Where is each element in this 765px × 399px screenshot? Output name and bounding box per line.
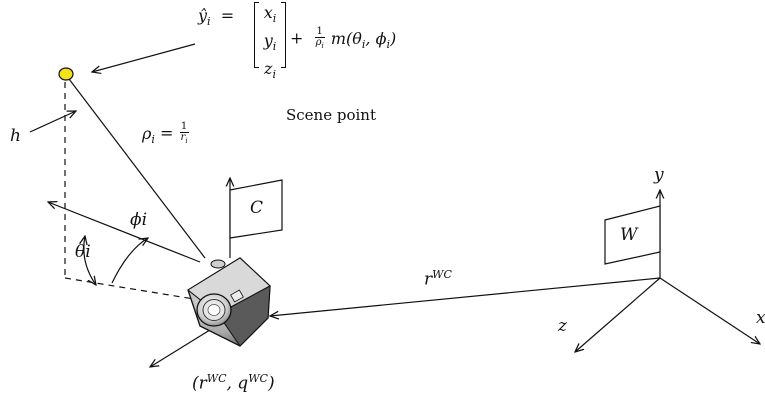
camera-icon bbox=[187, 257, 271, 347]
h-arrow bbox=[29, 111, 76, 133]
world-flag-label: W bbox=[620, 225, 638, 245]
scene-point-equation: ŷi = bbox=[198, 6, 240, 29]
vector-y: yi bbox=[263, 31, 277, 54]
theta-angle-arc bbox=[84, 236, 96, 285]
horizontal-dashed-line bbox=[64, 277, 201, 301]
world-axis-z bbox=[575, 277, 661, 352]
equation-lhs: ŷi bbox=[198, 6, 211, 29]
rho-fraction: 1 ri bbox=[179, 121, 189, 145]
equation-vector: xi yi zi bbox=[254, 2, 286, 82]
camera-pose-label: (rWC, qWC) bbox=[192, 372, 275, 394]
equation-fraction: 1 ρi bbox=[314, 26, 325, 50]
axis-y-label: y bbox=[654, 165, 664, 185]
phi-label: ϕi bbox=[130, 210, 148, 230]
camera-flag bbox=[229, 179, 283, 239]
camera-axis-left-arrow bbox=[48, 202, 201, 263]
equation-pointer-arrow bbox=[92, 43, 196, 72]
scene-point-label: Scene point bbox=[286, 106, 376, 124]
vector-x: xi bbox=[263, 3, 277, 26]
camera-flag-label: C bbox=[250, 198, 264, 218]
axis-z-label: z bbox=[558, 316, 567, 336]
camera-axis-down-arrow bbox=[150, 324, 219, 367]
rho-label: ρi = 1 ri bbox=[142, 121, 189, 146]
r-wc-label: rWC bbox=[424, 268, 452, 290]
world-flag bbox=[604, 205, 661, 265]
scene-point-dot bbox=[58, 67, 74, 81]
vector-z: zi bbox=[264, 59, 276, 82]
r-wc-vector bbox=[270, 277, 661, 316]
equation-rhs: + 1 ρi m(θi, ϕi) bbox=[290, 26, 397, 51]
h-label: h bbox=[10, 126, 21, 146]
world-axis-x bbox=[659, 277, 760, 344]
theta-label: θi bbox=[75, 242, 91, 262]
axis-x-label: x bbox=[756, 308, 765, 328]
phi-angle-arc bbox=[111, 238, 148, 284]
ray-line bbox=[68, 78, 206, 259]
